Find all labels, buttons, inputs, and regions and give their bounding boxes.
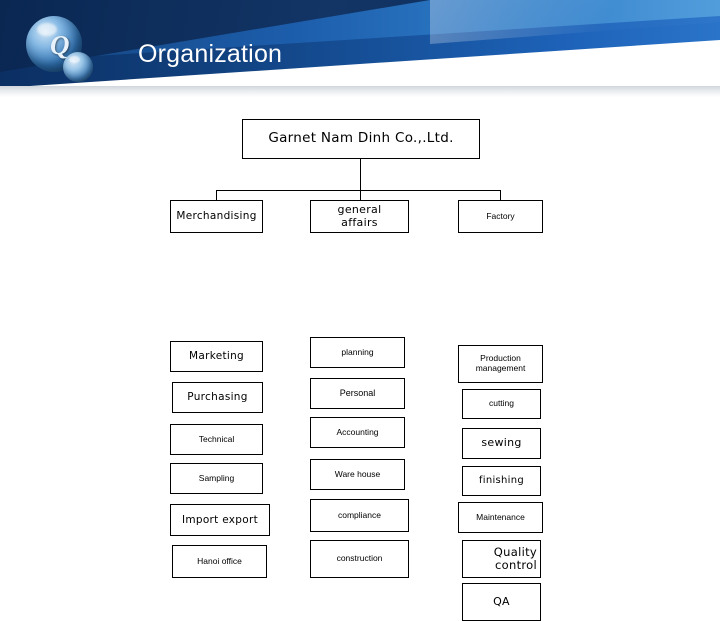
node-production-line2: management: [475, 363, 526, 373]
node-sampling[interactable]: Sampling: [170, 463, 263, 494]
node-quality-line1: Quality: [493, 544, 537, 559]
node-cutting[interactable]: cutting: [462, 389, 541, 419]
node-purchasing[interactable]: Purchasing: [172, 382, 263, 413]
node-personal[interactable]: Personal: [310, 378, 405, 409]
connector-col2-drop: [360, 190, 361, 200]
org-chart: Garnet Nam Dinh Co.,.Ltd. Merchandising …: [0, 97, 720, 621]
node-finishing[interactable]: finishing: [462, 466, 541, 496]
node-marketing[interactable]: Marketing: [170, 341, 263, 372]
node-warehouse[interactable]: Ware house: [310, 459, 405, 490]
node-general-affairs[interactable]: general affairs: [310, 200, 409, 233]
node-planning[interactable]: planning: [310, 337, 405, 368]
node-construction[interactable]: construction: [310, 540, 409, 578]
page-title: Organization: [138, 40, 283, 68]
node-quality-line2: control: [495, 558, 537, 572]
connector-col3-drop: [500, 190, 501, 200]
node-hanoi-office[interactable]: Hanoi office: [172, 545, 267, 578]
slide-header: Q Organization: [0, 0, 720, 97]
header-white-strip: [0, 80, 720, 88]
node-production-line1: Production: [480, 353, 521, 364]
node-technical[interactable]: Technical: [170, 424, 263, 455]
logo-letter: Q: [50, 30, 70, 60]
node-root[interactable]: Garnet Nam Dinh Co.,.Ltd.: [242, 119, 480, 159]
node-accounting[interactable]: Accounting: [310, 417, 405, 448]
node-general-affairs-line1: general: [337, 202, 382, 216]
node-import-export[interactable]: Import export: [170, 504, 270, 536]
node-factory[interactable]: Factory: [458, 200, 543, 233]
node-compliance[interactable]: compliance: [310, 499, 409, 532]
node-merchandising[interactable]: Merchandising: [170, 200, 263, 233]
bubble-logo-icon: Q: [18, 14, 104, 84]
node-qa[interactable]: QA: [462, 583, 541, 621]
bubble-small-icon: [63, 52, 93, 82]
node-production-management[interactable]: Production management: [458, 345, 543, 383]
connector-root-bus: [216, 190, 501, 191]
header-bottom-shadow: [0, 86, 720, 97]
connector-root-stem: [360, 159, 361, 190]
node-quality-control[interactable]: Quality control: [462, 540, 541, 578]
connector-col1-drop: [216, 190, 217, 200]
node-general-affairs-line2: affairs: [341, 215, 378, 229]
node-maintenance[interactable]: Maintenance: [458, 502, 543, 533]
node-sewing[interactable]: sewing: [462, 428, 541, 459]
